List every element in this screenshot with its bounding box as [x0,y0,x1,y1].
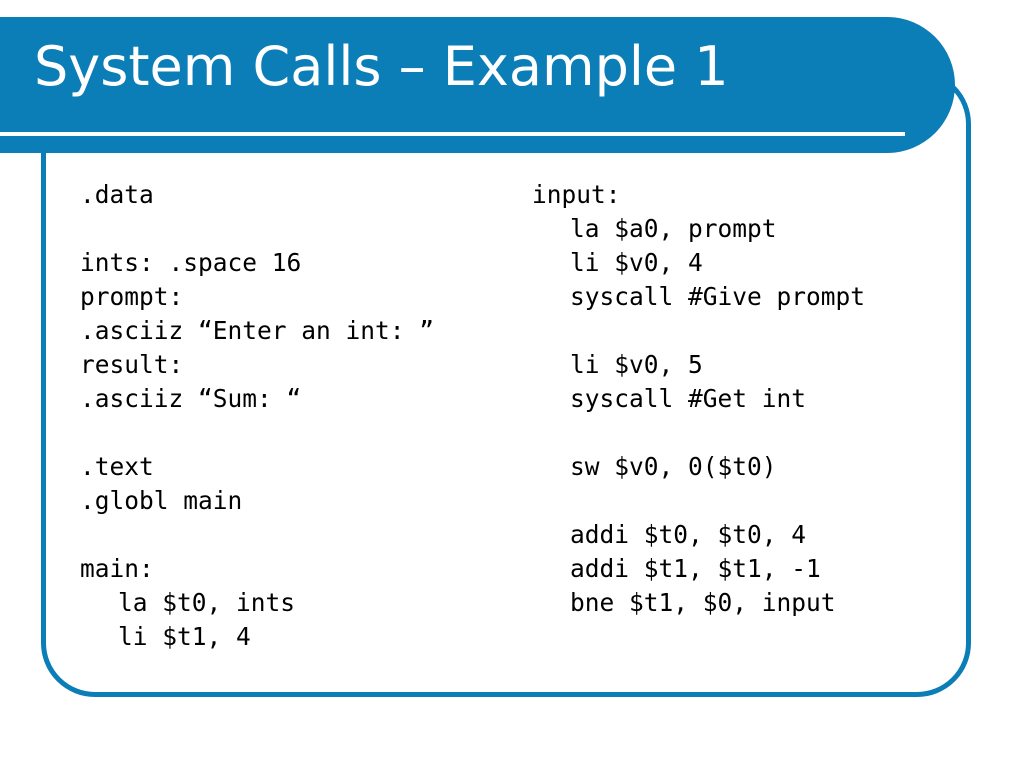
code-line: main: [80,554,154,583]
code-line: addi $t0, $t0, 4 [570,520,807,549]
code-line: li $t1, 4 [118,622,251,651]
code-line: la $t0, ints [118,588,296,617]
code-line: result: [80,350,184,379]
content-frame [41,70,971,697]
code-line: li $v0, 4 [570,248,703,277]
code-line [532,484,865,518]
code-line: syscall #Get int [570,384,807,413]
code-line: addi $t1, $t1, -1 [570,554,821,583]
code-line [80,212,434,246]
code-line: bne $t1, $0, input [570,588,836,617]
title-underline [0,132,905,136]
code-line: input: [532,180,621,209]
code-line [532,314,865,348]
code-line: la $a0, prompt [570,214,777,243]
code-line [80,518,434,552]
code-line: syscall #Give prompt [570,282,866,311]
code-line: .data [80,180,154,209]
code-line: .asciiz “Sum: “ [80,384,302,413]
slide-title: System Calls – Example 1 [34,35,729,98]
code-line: li $v0, 5 [570,350,703,379]
code-line: prompt: [80,282,184,311]
code-line: sw $v0, 0($t0) [570,452,777,481]
code-column-right: input: la $a0, prompt li $v0, 4 syscall … [532,178,865,620]
title-bar [0,17,955,153]
code-line: ints: .space 16 [80,248,302,277]
code-line [532,416,865,450]
code-column-left: .data ints: .space 16 prompt: .asciiz “E… [80,178,434,654]
code-line: .asciiz “Enter an int: ” [80,316,435,345]
code-line [80,416,434,450]
code-line: .text [80,452,154,481]
code-line: .globl main [80,486,243,515]
